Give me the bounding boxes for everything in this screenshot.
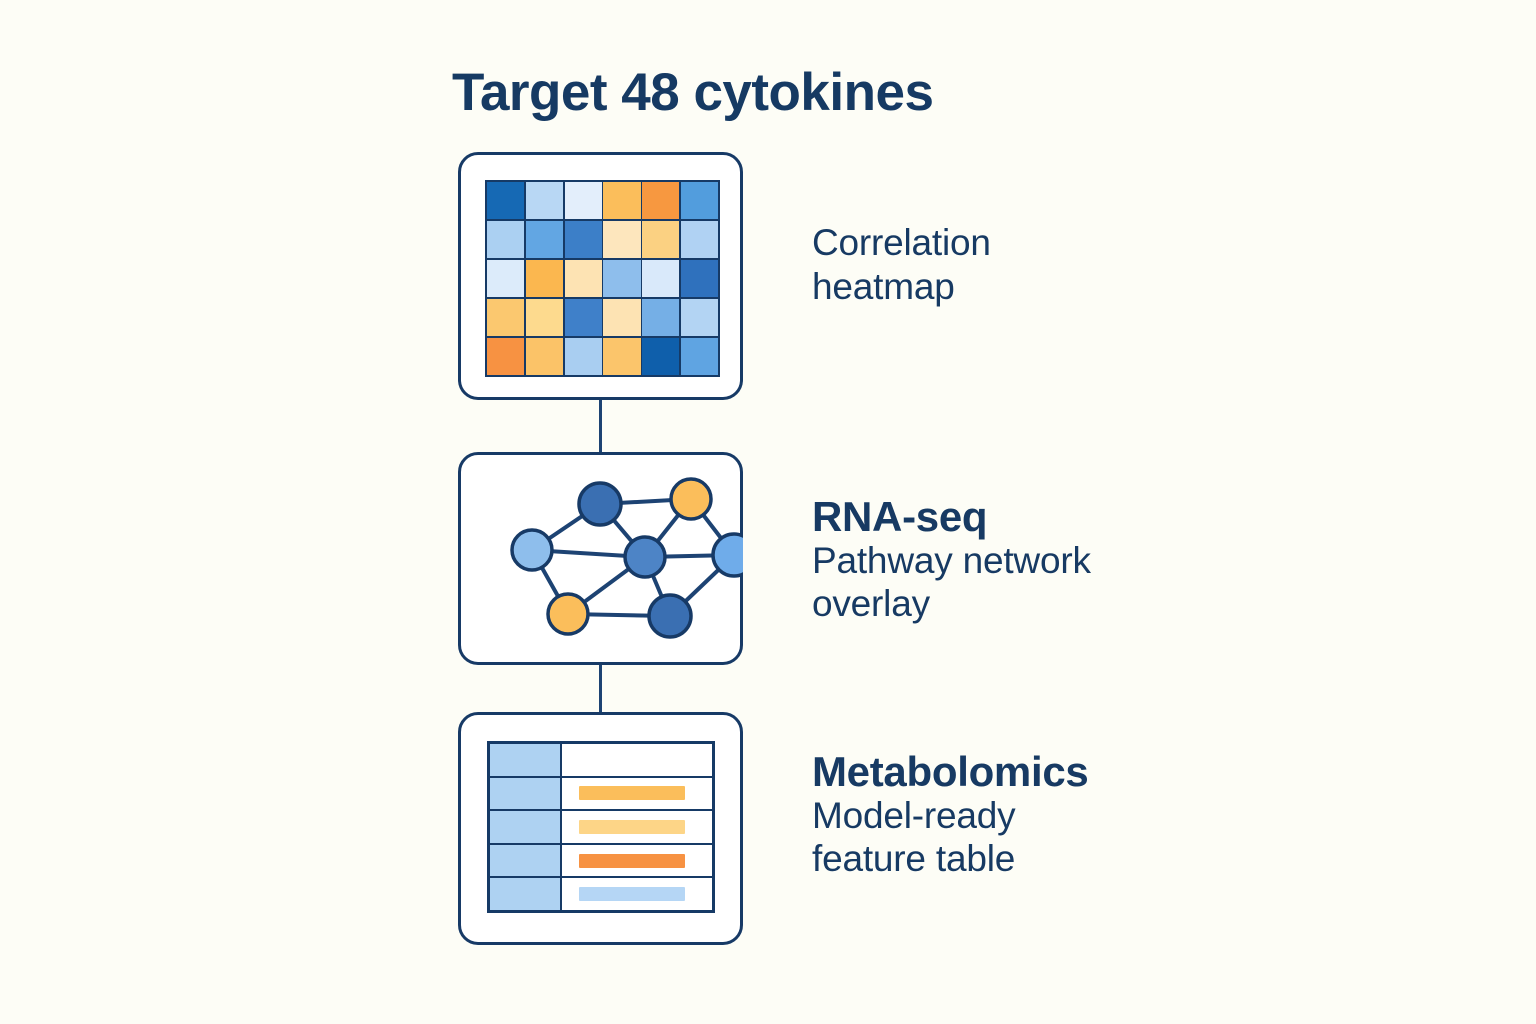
heatmap-cell-r5-c5 <box>642 337 680 375</box>
table-value-cell <box>562 744 712 776</box>
heatmap-cell-r3-c2 <box>525 259 563 298</box>
connector-heatmap-to-network <box>599 400 602 452</box>
heatmap-cell-r3-c1 <box>487 259 525 298</box>
heatmap-cell-r3-c5 <box>642 259 680 298</box>
heatmap-cell-r4-c6 <box>680 298 718 337</box>
label-desc-line2: feature table <box>812 838 1016 880</box>
network-node-n7 <box>647 593 693 639</box>
table-value-cell <box>562 845 712 877</box>
heatmap-cell-r1-c4 <box>603 182 641 220</box>
heatmap-cell-r2-c2 <box>525 220 563 259</box>
network-node-n3 <box>510 528 554 572</box>
heatmap-cell-r5-c4 <box>603 337 641 375</box>
label-correlation-heatmap: Correlation heatmap <box>812 221 991 308</box>
heatmap-cell-r1-c6 <box>680 182 718 220</box>
heatmap-cell-r3-c3 <box>564 259 602 298</box>
heatmap-cell-r2-c5 <box>642 220 680 259</box>
table-value-cell <box>562 878 712 910</box>
network-node-n1 <box>577 481 623 527</box>
table-key-cell <box>490 878 562 910</box>
heatmap-cell-r2-c3 <box>564 220 602 259</box>
table-key-cell <box>490 844 562 877</box>
heatmap-cell-r3-c4 <box>603 259 641 298</box>
page-title: Target 48 cytokines <box>452 63 934 122</box>
table-row <box>490 744 712 778</box>
heatmap-grid-icon <box>485 180 720 377</box>
table-key-cell <box>490 744 562 776</box>
table-value-bar <box>579 853 686 868</box>
table-value-cell <box>562 811 712 843</box>
label-desc-line1: Model-ready <box>812 794 1016 836</box>
table-row <box>490 811 712 845</box>
heatmap-cell-r1-c5 <box>642 182 680 220</box>
heatmap-cell-r4-c2 <box>525 298 563 337</box>
heatmap-cell-r1-c1 <box>487 182 525 220</box>
network-graph-icon <box>510 477 743 639</box>
network-node-n2 <box>669 477 713 521</box>
heatmap-cell-r4-c4 <box>603 298 641 337</box>
table-value-cell <box>562 778 712 810</box>
network-node-n6 <box>546 592 590 636</box>
connector-network-to-table <box>599 665 602 712</box>
label-desc-line2: overlay <box>812 583 930 625</box>
table-key-cell <box>490 811 562 843</box>
heatmap-cell-r1-c3 <box>564 182 602 220</box>
label-rna-seq: RNA-seq Pathway network overlay <box>812 495 1091 626</box>
feature-table-icon <box>487 741 715 913</box>
heatmap-cell-r2-c4 <box>603 220 641 259</box>
table-key-cell <box>490 777 562 810</box>
heatmap-cell-r4-c1 <box>487 298 525 337</box>
network-node-n5 <box>711 532 743 578</box>
label-title-metabolomics: Metabolomics <box>812 748 1089 795</box>
heatmap-cell-r1-c2 <box>525 182 563 220</box>
table-row <box>490 777 712 812</box>
heatmap-cell-r4-c3 <box>564 298 602 337</box>
label-metabolomics: Metabolomics Model-ready feature table <box>812 748 1089 881</box>
heatmap-cell-r5-c3 <box>564 337 602 375</box>
table-row <box>490 844 712 879</box>
table-value-bar <box>579 819 686 834</box>
heatmap-cell-r2-c1 <box>487 220 525 259</box>
table-value-bar <box>579 786 686 801</box>
label-title-rna-seq: RNA-seq <box>812 493 988 540</box>
heatmap-cell-r5-c2 <box>525 337 563 375</box>
heatmap-cell-r3-c6 <box>680 259 718 298</box>
network-node-n4 <box>623 535 667 579</box>
heatmap-cell-r4-c5 <box>642 298 680 337</box>
heatmap-cell-r2-c6 <box>680 220 718 259</box>
table-value-bar <box>579 887 686 902</box>
table-row <box>490 878 712 910</box>
label-desc-line1: Correlation <box>812 222 991 263</box>
label-desc-line2: heatmap <box>812 265 955 307</box>
heatmap-cell-r5-c1 <box>487 337 525 375</box>
heatmap-cell-r5-c6 <box>680 337 718 375</box>
label-desc-line1: Pathway network <box>812 539 1091 581</box>
